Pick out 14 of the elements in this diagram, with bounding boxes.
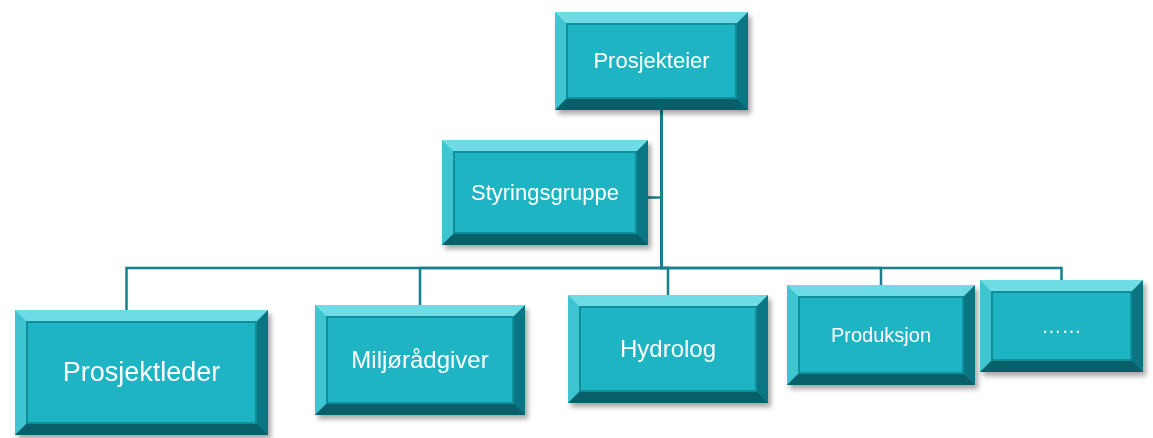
box-label: Miljørådgiver — [351, 346, 489, 374]
box-label: Prosjektleder — [62, 357, 221, 388]
org-box — [442, 140, 648, 245]
org-box — [787, 285, 975, 385]
box-label: …… — [1041, 314, 1082, 338]
org-box — [315, 305, 525, 415]
org-box — [15, 310, 268, 435]
box-label: Produksjon — [830, 323, 932, 347]
org-box — [980, 280, 1143, 372]
box-label: Styringsgruppe — [471, 179, 619, 206]
org-box — [555, 12, 748, 110]
org-box — [568, 295, 768, 403]
box-label: Prosjekteier — [593, 48, 710, 74]
box-label: Hydrolog — [619, 335, 716, 363]
